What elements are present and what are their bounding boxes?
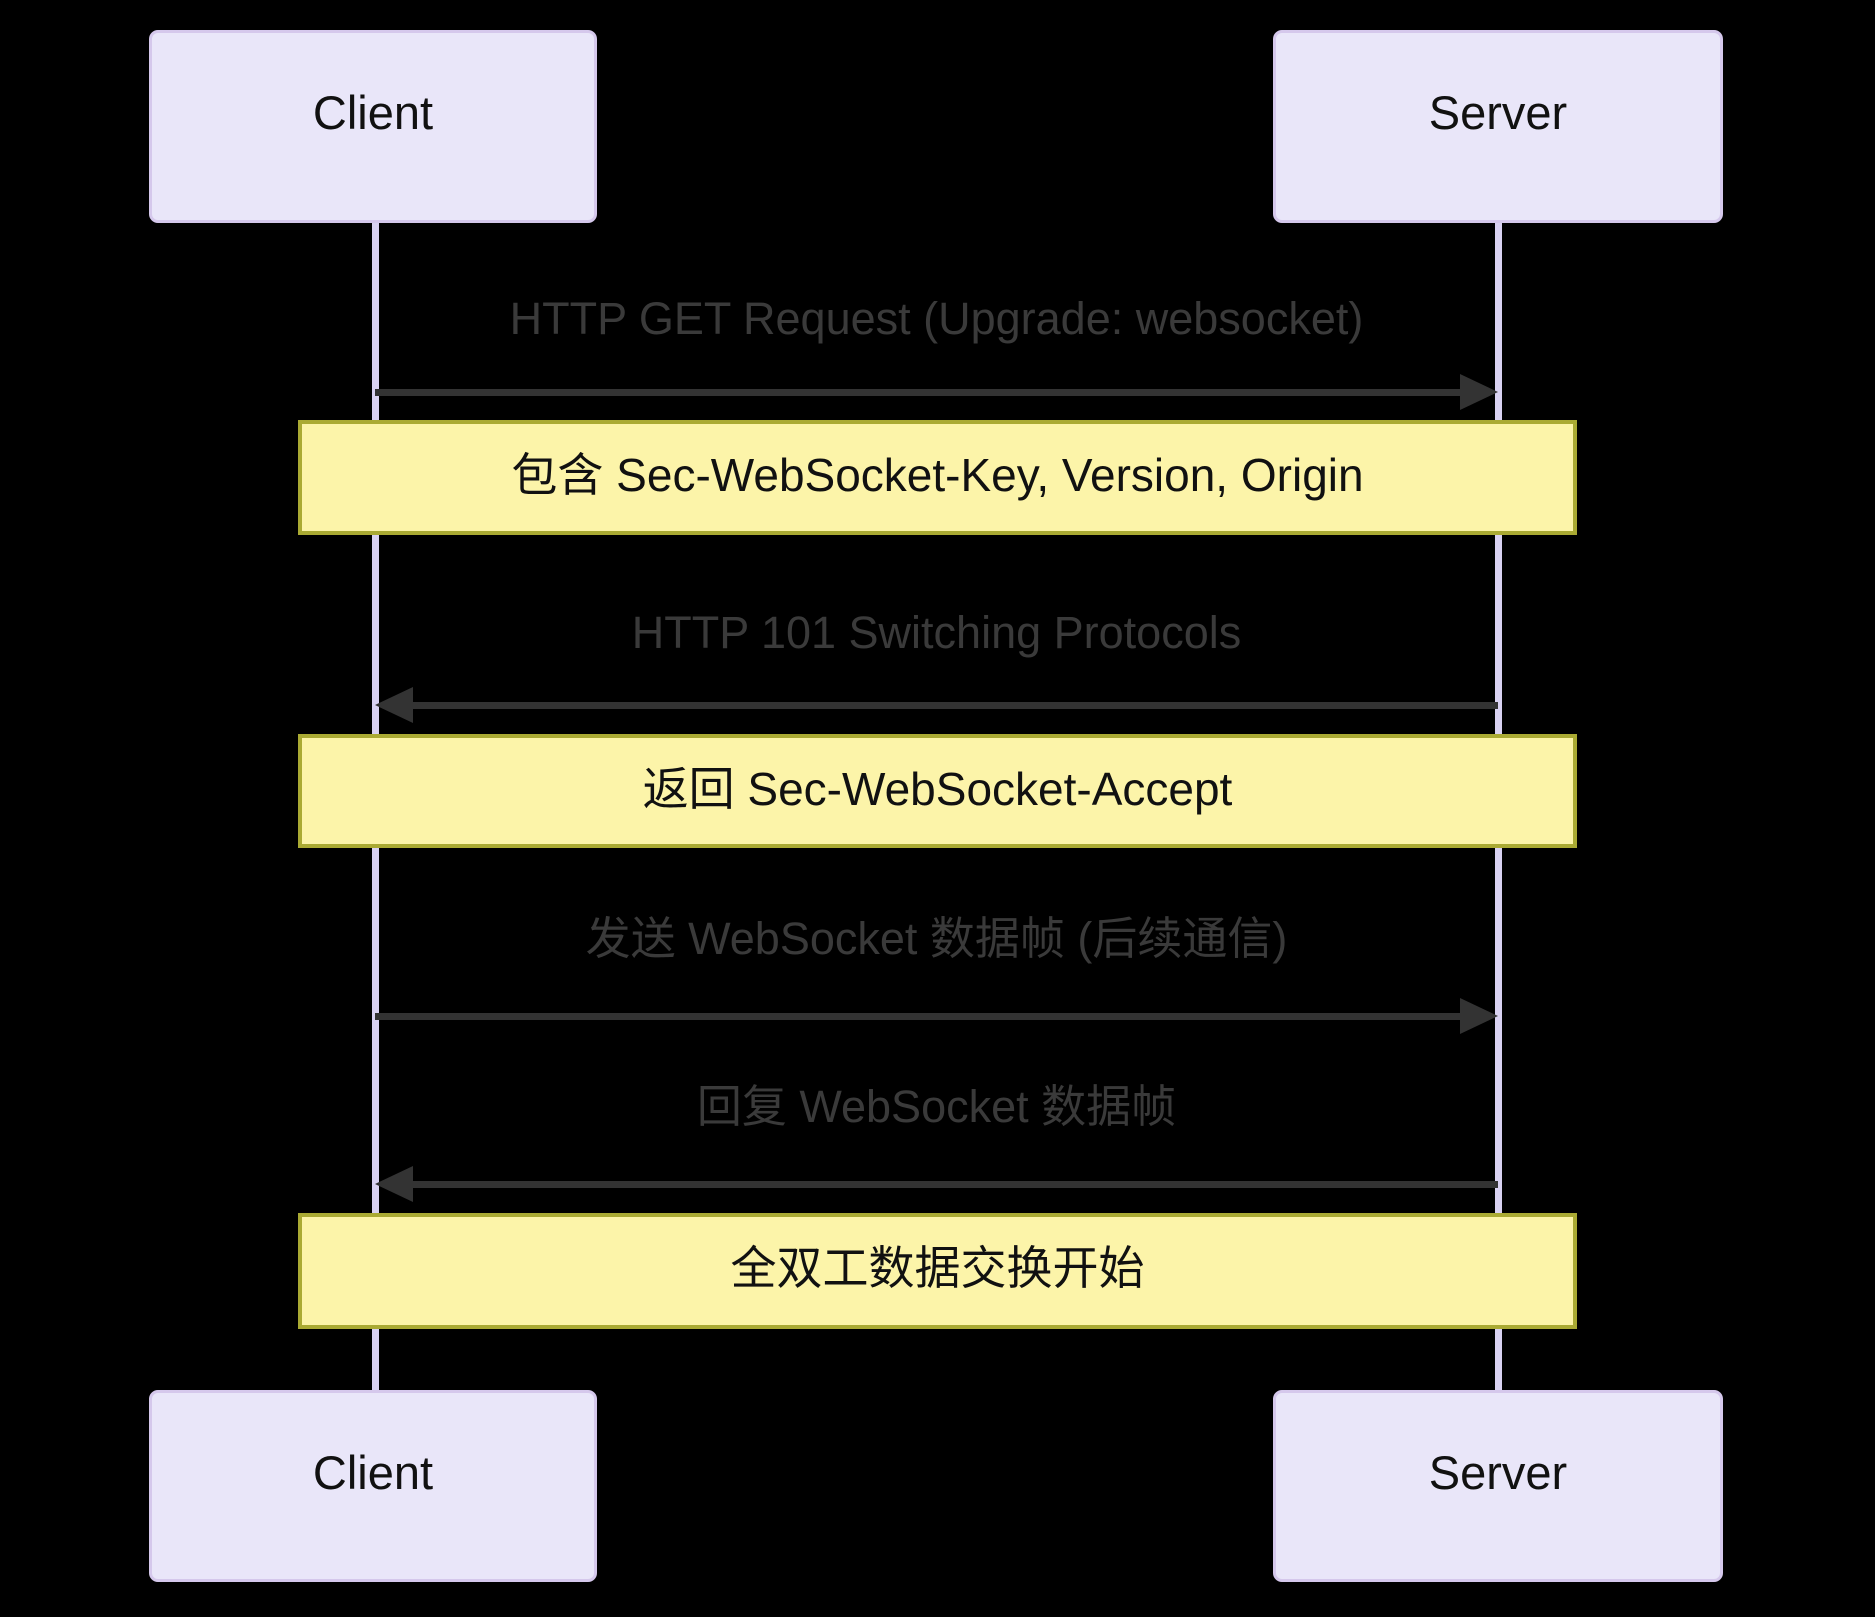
message-line-1 — [375, 389, 1462, 396]
message-line-2 — [413, 702, 1498, 709]
actor-box-server-bottom: Server — [1273, 1390, 1723, 1582]
actor-label-server: Server — [1428, 86, 1568, 139]
note-full-duplex: 全双工数据交换开始 — [298, 1213, 1577, 1329]
arrowhead-left-icon — [375, 1166, 413, 1202]
actor-label-client: Client — [312, 1445, 434, 1499]
message-line-4 — [413, 1181, 1498, 1188]
message-label-reply-frame: 回复 WebSocket 数据帧 — [696, 1081, 1177, 1132]
actor-box-client-bottom: Client — [149, 1390, 597, 1582]
arrowhead-left-icon — [375, 687, 413, 723]
note-handshake-response: 返回 Sec-WebSocket-Accept — [298, 734, 1577, 848]
message-label-http-get: HTTP GET Request (Upgrade: websocket) — [509, 293, 1364, 344]
actor-label-server: Server — [1428, 1445, 1568, 1499]
note-handshake-request: 包含 Sec-WebSocket-Key, Version, Origin — [298, 420, 1577, 535]
message-label-http-101: HTTP 101 Switching Protocols — [631, 607, 1242, 658]
message-line-3 — [375, 1013, 1462, 1020]
message-label-send-frame: 发送 WebSocket 数据帧 (后续通信) — [585, 913, 1288, 964]
actor-box-client-top: Client — [149, 30, 597, 223]
actor-label-client: Client — [312, 86, 434, 139]
actor-box-server-top: Server — [1273, 30, 1723, 223]
arrowhead-right-icon — [1460, 998, 1498, 1034]
arrowhead-right-icon — [1460, 374, 1498, 410]
